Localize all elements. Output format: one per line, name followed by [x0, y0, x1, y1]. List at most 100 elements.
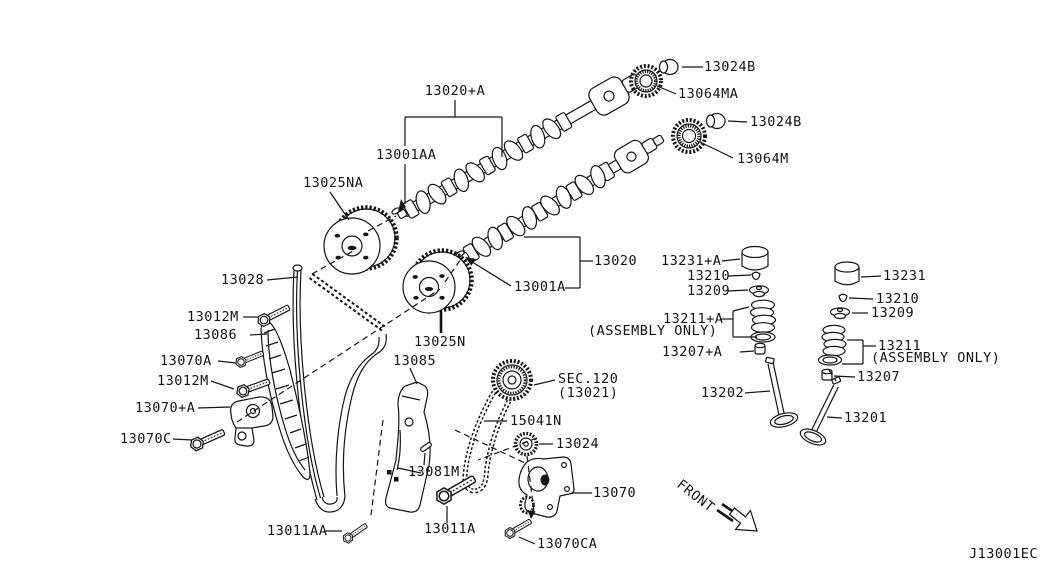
part-label-13210: 13210	[876, 291, 919, 307]
part-label-13207: 13207	[857, 369, 900, 385]
vtc-sprocket-13025na	[323, 205, 399, 275]
part-label-assembly-only: (ASSEMBLY ONLY)	[871, 350, 1000, 366]
part-label-13028: 13028	[221, 272, 264, 288]
leader-line	[860, 275, 882, 278]
valve-lifter-13231	[834, 261, 860, 286]
leader-line	[197, 406, 231, 409]
valve-spring-13211a	[749, 299, 777, 343]
cam-cap-13024b-lower	[705, 112, 726, 130]
timing-chain	[292, 264, 387, 513]
part-label-13210: 13210	[687, 268, 730, 284]
part-label-13001aa: 13001AA	[376, 147, 436, 163]
part-label-front: FRONT	[674, 477, 718, 516]
part-label-13231+a: 13231+A	[661, 253, 721, 269]
bolt-13070a	[233, 348, 266, 369]
exhaust-valve-13201	[799, 376, 842, 446]
part-label-13021: (13021)	[558, 385, 618, 401]
intake-valve-13202	[765, 356, 799, 428]
valve-seal-13207a	[754, 342, 766, 355]
leader-line	[423, 452, 426, 466]
leader-line	[266, 276, 299, 281]
valve-collet-13210-intake	[751, 271, 761, 281]
part-label-13064ma: 13064MA	[678, 86, 738, 102]
part-label-13070a: 13070A	[160, 353, 212, 369]
leader-line	[249, 333, 268, 336]
assembly-alignment-line	[444, 258, 462, 283]
leader-line	[699, 141, 734, 159]
part-label-13025na: 13025NA	[303, 175, 363, 191]
spring-retainer-13209-exhaust	[829, 307, 851, 320]
part-label-13211+a: 13211+A	[663, 311, 723, 327]
chain-tensioner	[230, 396, 274, 447]
part-label-13024b: 13024B	[704, 59, 756, 75]
leader-line	[826, 416, 843, 419]
bolt-13011aa	[340, 521, 370, 546]
leader-line	[217, 360, 237, 364]
leader-line	[848, 297, 874, 300]
part-label-13070c: 13070C	[120, 431, 172, 447]
leader-line	[727, 120, 748, 123]
part-label-sec-120: SEC.120	[558, 371, 618, 387]
pin-13081m	[420, 442, 432, 452]
leader-line	[732, 306, 750, 312]
leader-line	[329, 191, 350, 221]
part-label-assembly-only: (ASSEMBLY ONLY)	[588, 323, 717, 339]
leader-line	[210, 380, 235, 390]
assembly-alignment-line	[828, 369, 837, 382]
part-label-13011a: 13011A	[424, 521, 476, 537]
bolt-13070c	[187, 426, 227, 453]
gear-13024	[513, 431, 539, 457]
leader-line	[744, 390, 771, 394]
part-label-13207+a: 13207+A	[662, 344, 722, 360]
part-label-13231: 13231	[883, 268, 926, 284]
front-direction-arrow	[716, 502, 758, 532]
part-label-13201: 13201	[844, 410, 887, 426]
chain-guide-13085	[384, 381, 431, 513]
part-label-13209: 13209	[871, 305, 914, 321]
leader-line	[172, 438, 193, 441]
oil-pump-sprocket-13021	[491, 359, 533, 401]
leader-line	[833, 375, 856, 378]
part-label-13011aa: 13011AA	[267, 523, 327, 539]
bolt-13012m-lower	[234, 375, 272, 400]
cam-ring-13064ma	[629, 64, 663, 98]
bolt-13012m-upper	[255, 301, 293, 329]
assembly-alignment-line	[367, 215, 397, 232]
part-label-13070+a: 13070+A	[135, 400, 195, 416]
part-label-13025n: 13025N	[414, 334, 466, 350]
part-label-13086: 13086	[194, 327, 237, 343]
part-label-13081m: 13081M	[408, 464, 460, 480]
leader-line	[409, 367, 418, 385]
assembly-alignment-line	[236, 288, 441, 423]
valve-collet-13210-exhaust	[838, 293, 848, 303]
cam-cap-13024b-upper	[658, 58, 679, 76]
part-label-13001a: 13001A	[514, 279, 566, 295]
valve-spring-13211	[817, 324, 847, 366]
leader-line	[739, 350, 755, 353]
leader-line	[518, 536, 536, 545]
part-label-13020+a: 13020+A	[425, 83, 485, 99]
part-label-13012m: 13012M	[157, 373, 209, 389]
vtc-sprocket-13025n	[402, 248, 474, 314]
cam-ring-13064m	[671, 118, 707, 154]
assembly-alignment-line	[370, 419, 384, 516]
leader-arrowhead	[527, 510, 536, 519]
part-label-13202: 13202	[701, 385, 744, 401]
camshaft-exhaust	[459, 134, 665, 264]
part-label-13012m: 13012M	[187, 309, 239, 325]
valve-seal-13207	[821, 368, 833, 381]
assembly-alignment-line	[311, 249, 356, 275]
part-label-j13001ec: J13001EC	[969, 546, 1038, 562]
part-label-13024b: 13024B	[750, 114, 802, 130]
spring-retainer-13209-intake	[748, 285, 770, 298]
part-label-13024: 13024	[556, 436, 599, 452]
leader-line	[727, 274, 752, 277]
part-label-13209: 13209	[687, 283, 730, 299]
leader-line	[721, 258, 741, 262]
leader-arrowhead	[398, 199, 406, 212]
valve-lifter-13231a	[741, 245, 769, 271]
assembly-alignment-line	[454, 429, 526, 464]
part-label-13211: 13211	[878, 338, 921, 354]
